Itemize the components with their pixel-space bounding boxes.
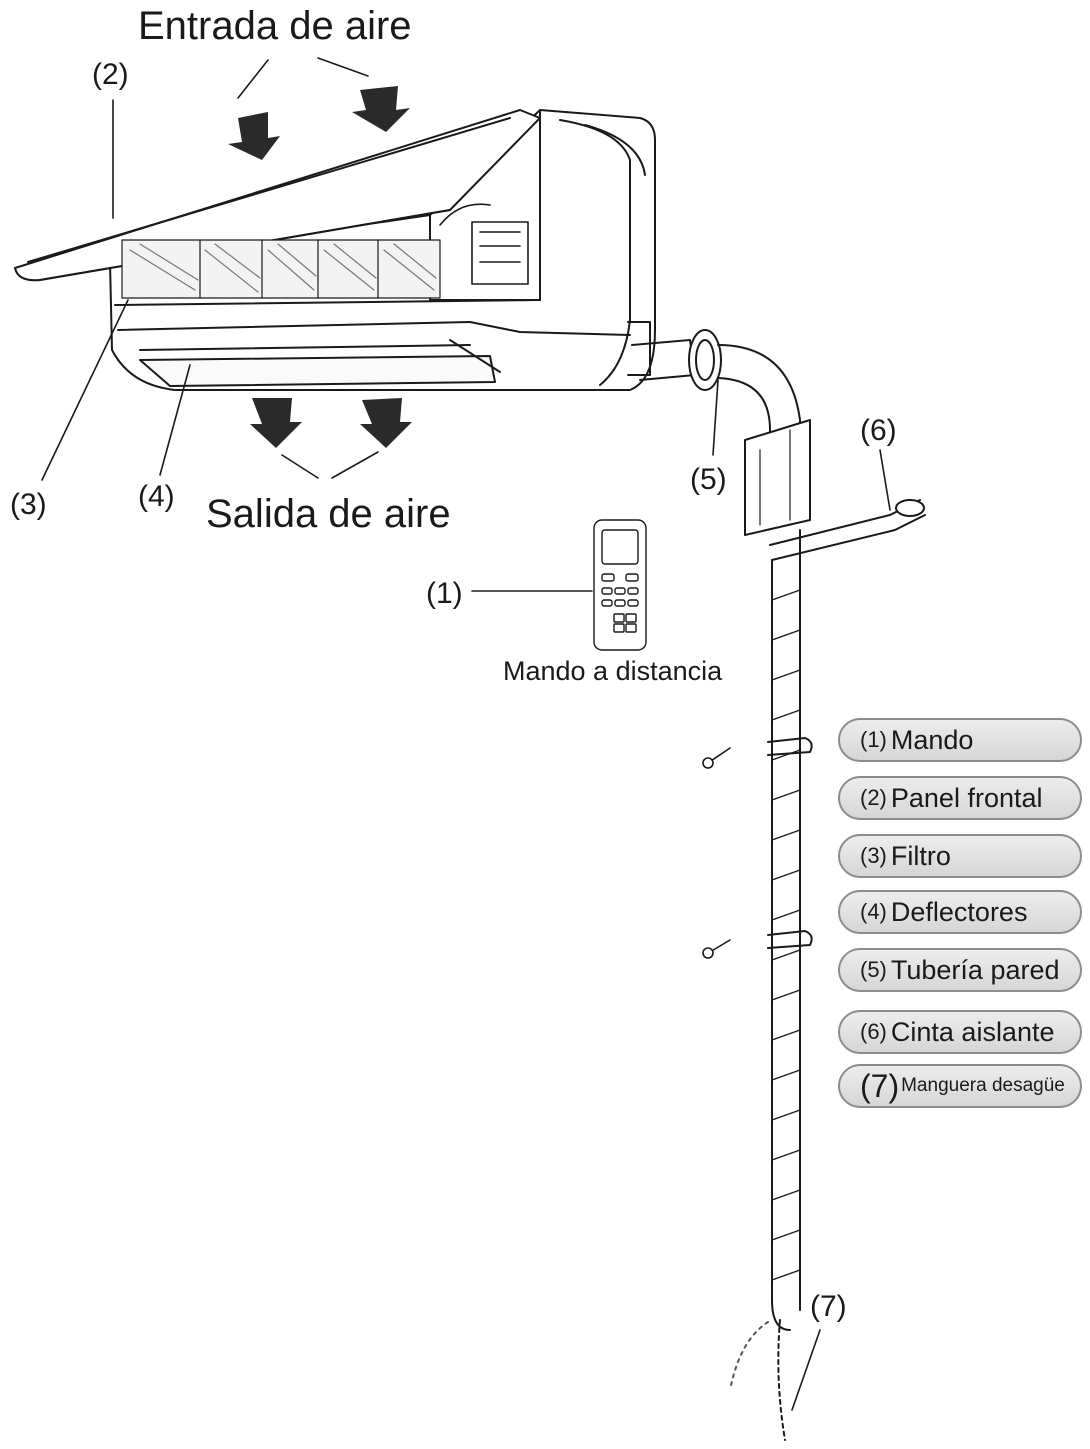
legend-item-cinta-aislante: (6) Cinta aislante: [838, 1010, 1082, 1054]
legend-number: (5): [860, 957, 887, 982]
air-outlet-label: Salida de aire: [206, 492, 451, 536]
callout-3: (3): [10, 488, 47, 521]
leader-inlet-b: [317, 57, 369, 77]
leader-6: [879, 449, 891, 511]
inlet-arrow-right: [352, 86, 410, 132]
callout-1: (1): [426, 577, 463, 610]
legend-text: Filtro: [890, 840, 951, 871]
drain-hose: [729, 529, 801, 1441]
outlet-arrow-right: [360, 398, 412, 448]
legend-number: (2): [860, 785, 887, 810]
deflector: [139, 339, 501, 387]
leader-outlet-b: [331, 451, 379, 479]
legend-item-mando: (1) Mando: [838, 718, 1082, 762]
remote-control: [593, 519, 647, 651]
callout-6: (6): [860, 414, 897, 447]
legend-number: (4): [860, 899, 887, 924]
legend-number: (3): [860, 843, 887, 868]
insulating-tape: [769, 499, 926, 561]
leader-outlet-a: [281, 454, 319, 479]
legend-item-panel-frontal: (2) Panel frontal: [838, 776, 1082, 820]
legend-item-deflectores: (4) Deflectores: [838, 890, 1082, 934]
legend-text: Tubería pared: [890, 954, 1060, 985]
legend-item-tuberia-pared: (5) Tubería pared: [838, 948, 1082, 992]
callout-7: (7): [810, 1290, 847, 1323]
inlet-arrow-left: [228, 112, 280, 160]
outlet-arrow-left: [250, 398, 302, 448]
legend-text: Mando: [890, 724, 974, 755]
filter-grille: [121, 239, 441, 299]
leader-7: [791, 1329, 821, 1411]
legend-text: Cinta aislante: [890, 1016, 1055, 1047]
hose-clamp: [767, 737, 813, 949]
leader-5: [712, 379, 719, 456]
airflow-arrows: [228, 86, 412, 448]
legend-text: Manguera desagüe: [901, 1075, 1065, 1096]
callout-2: (2): [92, 58, 129, 91]
callout-5: (5): [690, 463, 727, 496]
screw-icon: [702, 747, 731, 959]
leader-lines: [41, 57, 891, 1411]
legend-text: Deflectores: [890, 896, 1028, 927]
legend-number: (1): [860, 727, 887, 752]
legend-item-filtro: (3) Filtro: [838, 834, 1082, 878]
legend-number: (7): [860, 1067, 900, 1104]
air-inlet-label: Entrada de aire: [138, 4, 412, 48]
remote-caption: Mando a distancia: [503, 656, 723, 686]
leader-3: [41, 299, 129, 481]
callout-4: (4): [138, 480, 175, 513]
wall-pipe: [627, 321, 811, 536]
legend-item-manguera-desague: (7) Manguera desagüe: [838, 1064, 1082, 1108]
legend-number: (6): [860, 1019, 887, 1044]
leader-inlet-a: [237, 59, 269, 99]
legend-text: Panel frontal: [890, 782, 1043, 813]
leader-4: [159, 364, 191, 476]
control-box: [439, 203, 529, 285]
